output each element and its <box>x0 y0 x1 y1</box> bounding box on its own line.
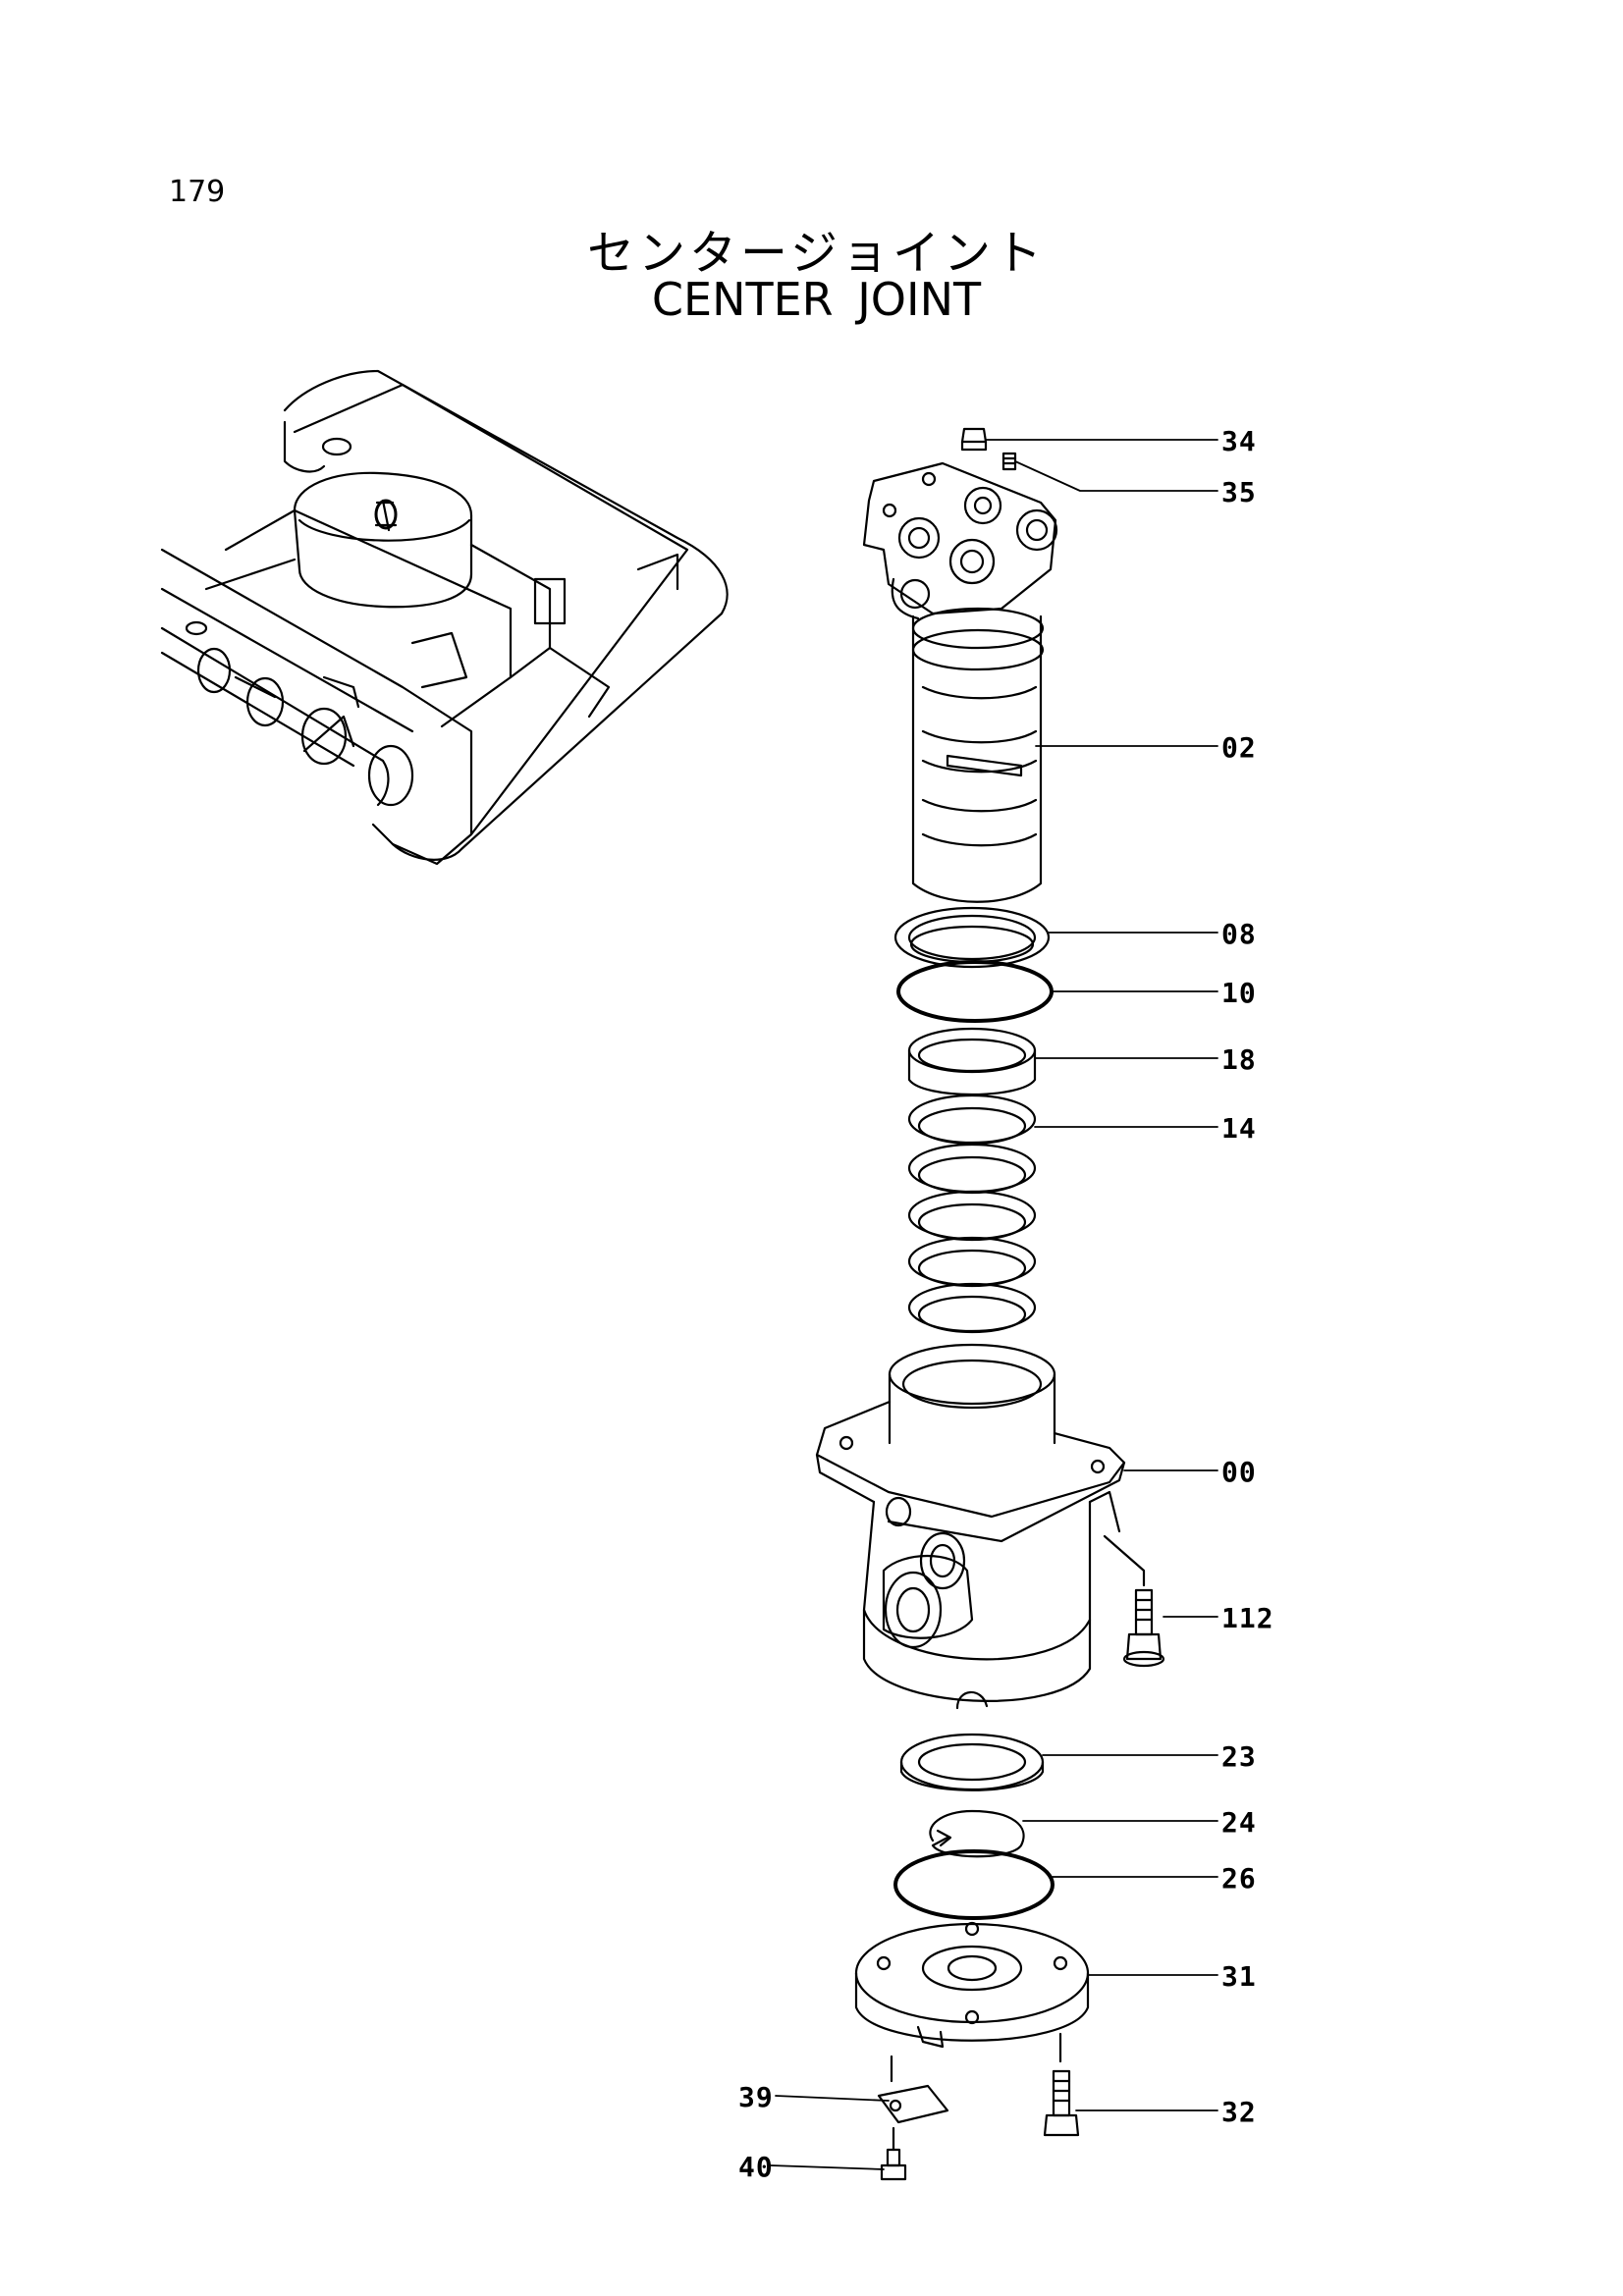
part-112-bolt <box>1103 1534 1165 1668</box>
callout-18: 18 <box>1221 1043 1257 1076</box>
part-40-screw <box>880 2126 907 2181</box>
part-39-plate <box>877 2055 949 2124</box>
part-26-o-ring <box>893 1849 1055 1920</box>
callout-32: 32 <box>1221 2096 1257 2128</box>
callout-40: 40 <box>738 2151 774 2183</box>
callout-112: 112 <box>1221 1602 1274 1634</box>
part-18-ring <box>907 1027 1037 1096</box>
callout-35: 35 <box>1221 476 1257 508</box>
part-00-body <box>815 1343 1126 1710</box>
part-08-seal <box>893 906 1051 969</box>
callout-08: 08 <box>1221 918 1257 950</box>
callout-39: 39 <box>738 2081 774 2113</box>
callout-31: 31 <box>1221 1960 1257 1993</box>
callout-02: 02 <box>1221 731 1257 764</box>
callout-10: 10 <box>1221 977 1257 1009</box>
part-23-plate <box>899 1733 1045 1791</box>
part-32-bolt <box>1043 2032 1080 2137</box>
part-24-snap-ring <box>929 1809 1025 1858</box>
callout-00: 00 <box>1221 1456 1257 1488</box>
title-english: CENTER JOINT <box>651 273 982 326</box>
part-35-small-plug <box>1001 452 1017 471</box>
part-34-plug <box>960 427 988 452</box>
part-10-o-ring <box>896 960 1054 1023</box>
callout-23: 23 <box>1221 1740 1257 1773</box>
callout-34: 34 <box>1221 425 1257 457</box>
undercarriage-inset-illustration <box>160 369 729 866</box>
page-number: 179 <box>169 175 226 209</box>
title-japanese: センタージョイント <box>586 226 1047 281</box>
part-14-rings <box>907 1094 1037 1334</box>
part-31-cover <box>854 1921 1090 2049</box>
callout-26: 26 <box>1221 1862 1257 1895</box>
part-02-spindle <box>862 461 1058 903</box>
callout-leader-lines <box>770 439 1218 2170</box>
callout-24: 24 <box>1221 1806 1257 1839</box>
callout-14: 14 <box>1221 1112 1257 1145</box>
